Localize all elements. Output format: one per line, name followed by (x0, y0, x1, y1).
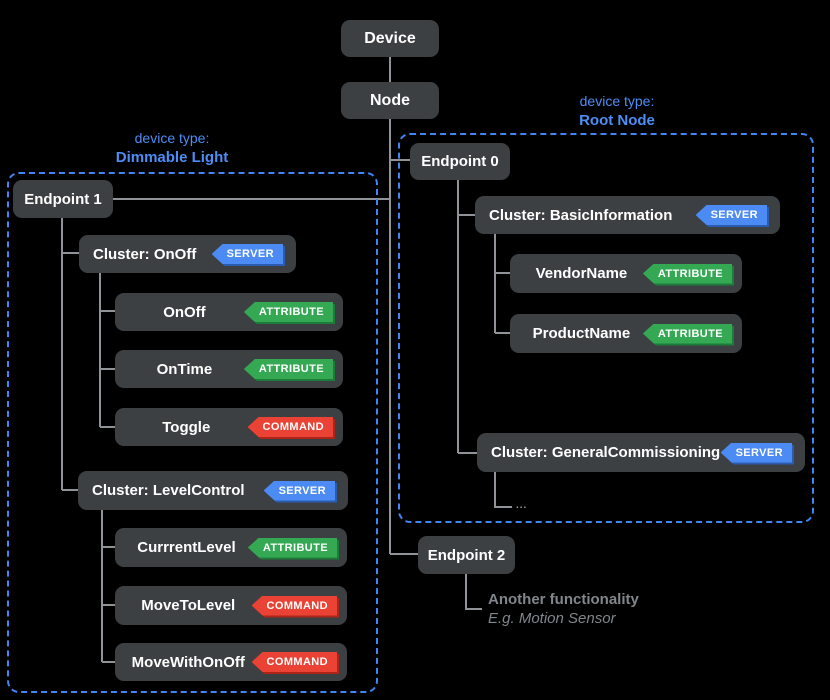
server-badge: SERVER (695, 205, 767, 225)
cluster-levelcontrol-label: Cluster: LevelControl (92, 482, 245, 499)
command-row-movewithonoff: MoveWithOnOff COMMAND (115, 643, 347, 681)
device-type-name: Root Node (579, 112, 655, 129)
dimmable-light-group-outline (7, 172, 378, 693)
cluster-generalcommissioning-label: Cluster: GeneralCommissioning (491, 444, 721, 461)
attribute-currentlevel-label: CurrrentLevel (137, 539, 236, 556)
attribute-badge: ATTRIBUTE (243, 302, 333, 322)
attribute-row-productname: ProductName ATTRIBUTE (510, 314, 742, 353)
command-movetolevel-label: MoveToLevel (141, 597, 236, 614)
device-type-caption: device type: (134, 130, 210, 146)
endpoint-0-box: Endpoint 0 (410, 143, 510, 180)
endpoint-2-label: Endpoint 2 (427, 546, 506, 564)
root-node-group-outline (398, 133, 814, 523)
command-row-toggle: Toggle COMMAND (115, 408, 343, 446)
command-badge: COMMAND (251, 595, 337, 616)
attribute-onoff-label: OnOff (163, 303, 206, 321)
node-box: Node (341, 82, 439, 119)
device-label: Device (364, 29, 416, 47)
attribute-badge: ATTRIBUTE (642, 263, 732, 284)
endpoint-1-label: Endpoint 1 (24, 190, 102, 208)
attribute-badge: ATTRIBUTE (247, 537, 337, 558)
attribute-badge: ATTRIBUTE (243, 359, 333, 379)
device-type-caption: device type: (579, 93, 655, 109)
cluster-generalcommissioning-box: Cluster: GeneralCommissioning SERVER (477, 433, 805, 472)
command-badge: COMMAND (247, 417, 333, 437)
connector-ep2-note (465, 574, 482, 610)
endpoint-2-note-line2: E.g. Motion Sensor (488, 610, 616, 627)
cluster-basicinformation-box: Cluster: BasicInformation SERVER (475, 196, 780, 234)
attribute-row-ontime: OnTime ATTRIBUTE (115, 350, 343, 388)
attribute-badge: ATTRIBUTE (642, 323, 732, 344)
endpoint-1-box: Endpoint 1 (13, 180, 113, 218)
cluster-levelcontrol-box: Cluster: LevelControl SERVER (78, 471, 348, 510)
attribute-ontime-label: OnTime (156, 360, 213, 378)
node-label: Node (370, 91, 410, 109)
dimmable-light-group-label: device type: Dimmable Light (72, 129, 272, 167)
connector-gc-ellipsis (494, 472, 512, 508)
attribute-row-currentlevel: CurrrentLevel ATTRIBUTE (115, 528, 347, 567)
device-box: Device (341, 20, 439, 57)
command-badge: COMMAND (251, 652, 337, 672)
command-toggle-label: Toggle (162, 418, 211, 436)
attribute-productname-label: ProductName (532, 325, 631, 342)
cluster-basicinformation-label: Cluster: BasicInformation (489, 206, 673, 224)
attribute-row-vendorname: VendorName ATTRIBUTE (510, 254, 742, 293)
attribute-vendorname-label: VendorName (535, 265, 628, 282)
ellipsis-more-clusters: ... (516, 500, 528, 511)
server-badge: SERVER (211, 244, 283, 264)
command-movewithonoff-label: MoveWithOnOff (131, 653, 245, 671)
server-badge: SERVER (263, 480, 335, 501)
endpoint-0-label: Endpoint 0 (421, 153, 499, 170)
device-type-name: Dimmable Light (115, 149, 229, 166)
cluster-onoff-label: Cluster: OnOff (93, 245, 197, 263)
cluster-onoff-box: Cluster: OnOff SERVER (79, 235, 296, 273)
endpoint-2-note-line1: Another functionality (488, 591, 639, 608)
endpoint-2-note: Another functionality E.g. Motion Sensor (488, 590, 639, 628)
command-row-movetolevel: MoveToLevel COMMAND (115, 586, 347, 625)
attribute-row-onoff: OnOff ATTRIBUTE (115, 293, 343, 331)
root-node-group-label: device type: Root Node (517, 92, 717, 130)
endpoint-2-box: Endpoint 2 (418, 536, 515, 574)
server-badge: SERVER (720, 442, 792, 463)
